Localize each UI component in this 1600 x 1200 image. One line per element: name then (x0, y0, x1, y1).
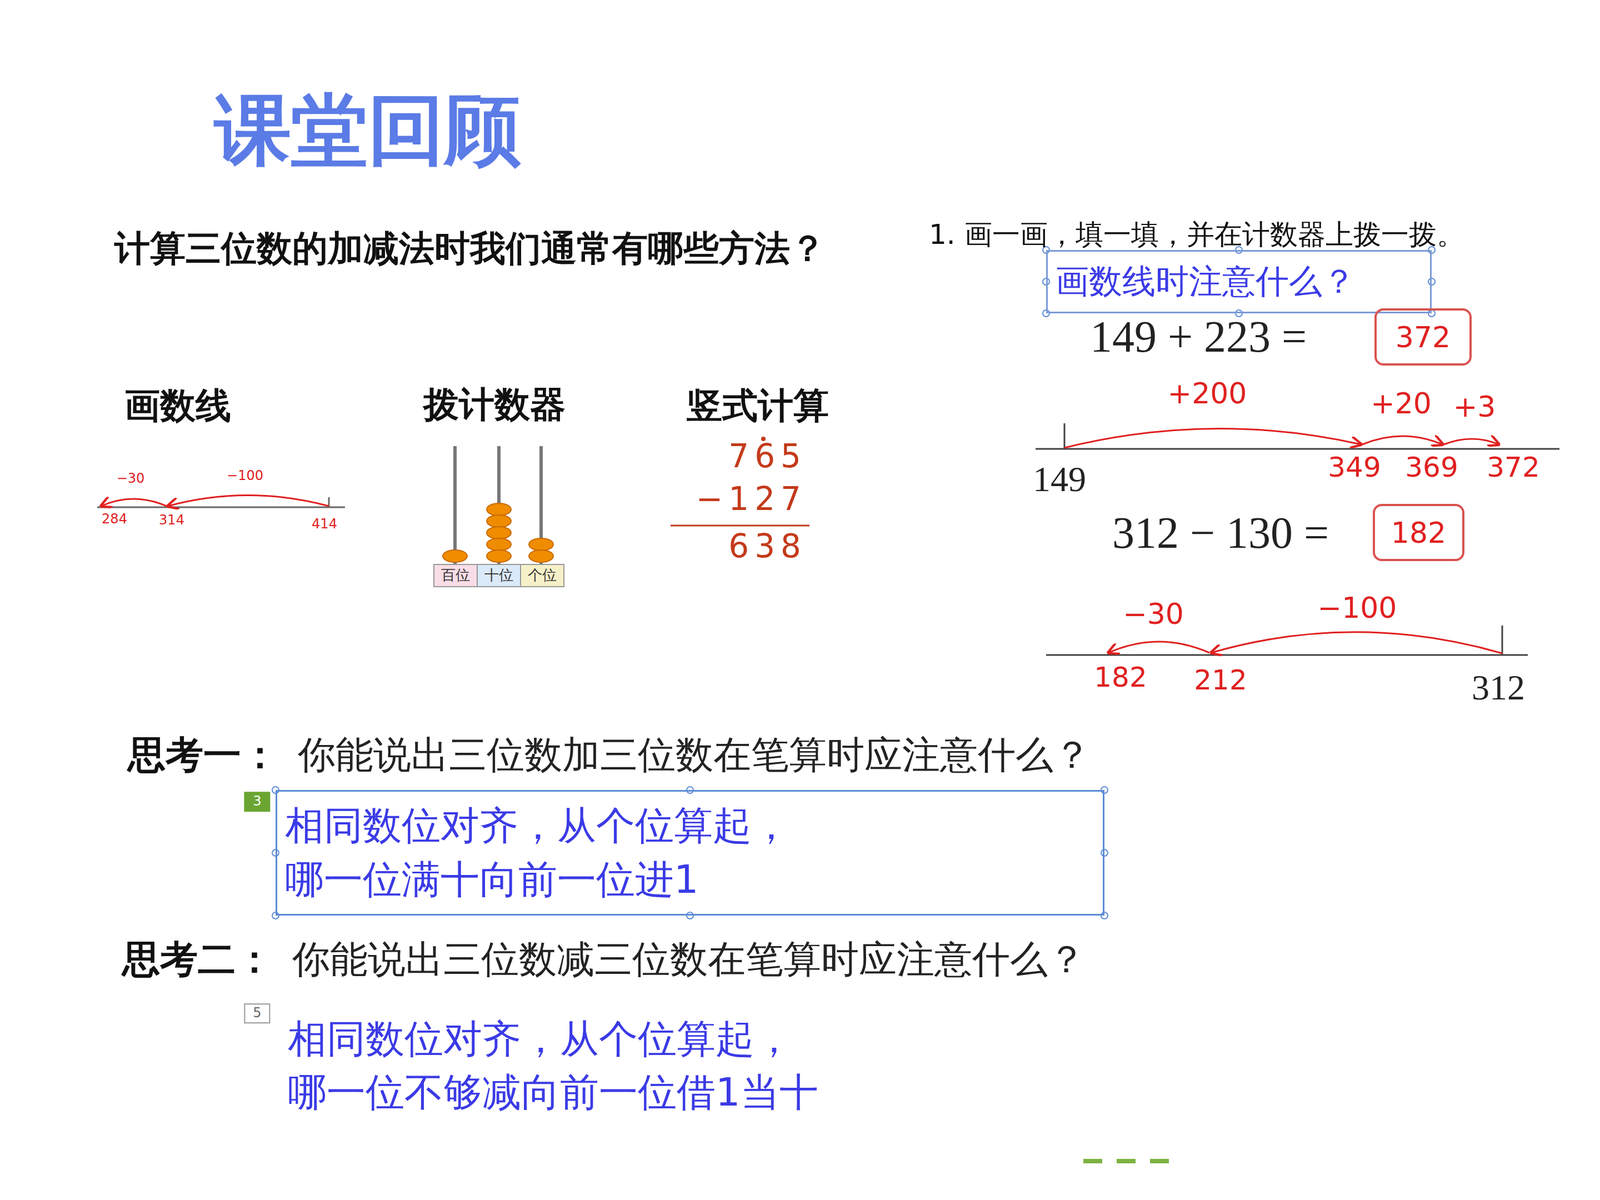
method-name: 画数线 (124, 385, 232, 427)
tick-value: 182 (1093, 661, 1147, 694)
place-label: 百位 (441, 567, 470, 584)
tick-value: 212 (1193, 664, 1247, 697)
tick-value: 369 (1405, 451, 1458, 484)
question-heading: 计算三位数的加减法时我们通常有哪些方法？ (114, 228, 826, 270)
answer-text: 相同数位对齐，从个位算起， 哪一位不够减向前一位借1当十 (287, 1012, 1010, 1119)
answer-box: 372 (1374, 308, 1472, 366)
jump-label: −30 (1122, 597, 1184, 632)
callout-number: 3 (243, 791, 270, 812)
jump-label: −100 (1317, 591, 1398, 625)
callout-number: 5 (243, 1003, 270, 1024)
tick-value: 312 (1471, 667, 1525, 709)
calc-row: 765 (728, 437, 807, 475)
equation: 149 + 223 = (1090, 311, 1307, 363)
answer-box: 相同数位对齐，从个位算起， 哪一位满十向前一位进1 (275, 790, 1105, 916)
jump-label: +200 (1167, 377, 1248, 411)
jump-label: −100 (226, 468, 264, 484)
tick-value: 349 (1327, 451, 1381, 484)
node-text: 182 (1391, 516, 1447, 550)
note-box: 画数线时注意什么？ (1046, 250, 1432, 314)
place-label: 个位 (527, 567, 557, 584)
think-question: 你能说出三位数减三位数在笔算时应注意什么？ (292, 937, 1086, 982)
method-name: 竖式计算 (686, 385, 829, 427)
slide-title: 课堂回顾 (214, 86, 522, 175)
node-text: 372 (1395, 320, 1451, 354)
tick-value: 414 (311, 516, 338, 533)
tick-value: 149 (1032, 458, 1087, 500)
equation: 312 − 130 = (1112, 507, 1329, 559)
jump-label: −30 (116, 471, 145, 487)
number-line-sub (1046, 625, 1528, 655)
node-text: 画数线时注意什么？ (1055, 259, 1356, 305)
node-text: 相同数位对齐，从个位算起， 哪一位满十向前一位进1 (285, 798, 1008, 907)
number-line-add (1035, 423, 1560, 449)
jump-label: +20 (1370, 387, 1432, 421)
method-name: 拨计数器 (423, 384, 566, 426)
calc-row: −127 (696, 480, 807, 518)
think-question: 你能说出三位数加三位数在笔算时应注意什么？ (297, 733, 1092, 777)
tick-value: 314 (158, 512, 185, 529)
jump-label: +3 (1453, 390, 1497, 424)
decor-marks (1083, 1158, 1169, 1164)
place-label: 十位 (484, 567, 514, 584)
think-heading: 思考二： (122, 937, 274, 982)
number-line-small (97, 495, 345, 508)
selection-handles (272, 246, 1435, 919)
abacus (433, 446, 564, 587)
answer-box: 182 (1372, 503, 1465, 562)
exercise-text: 1. 画一画，填一填，并在计数器上拨一拨。 (928, 218, 1465, 252)
think-heading: 思考一： (127, 733, 279, 777)
tick-value: 284 (101, 511, 128, 528)
tick-value: 372 (1486, 451, 1540, 484)
column-calc (670, 436, 810, 526)
calc-row: 638 (728, 527, 807, 565)
